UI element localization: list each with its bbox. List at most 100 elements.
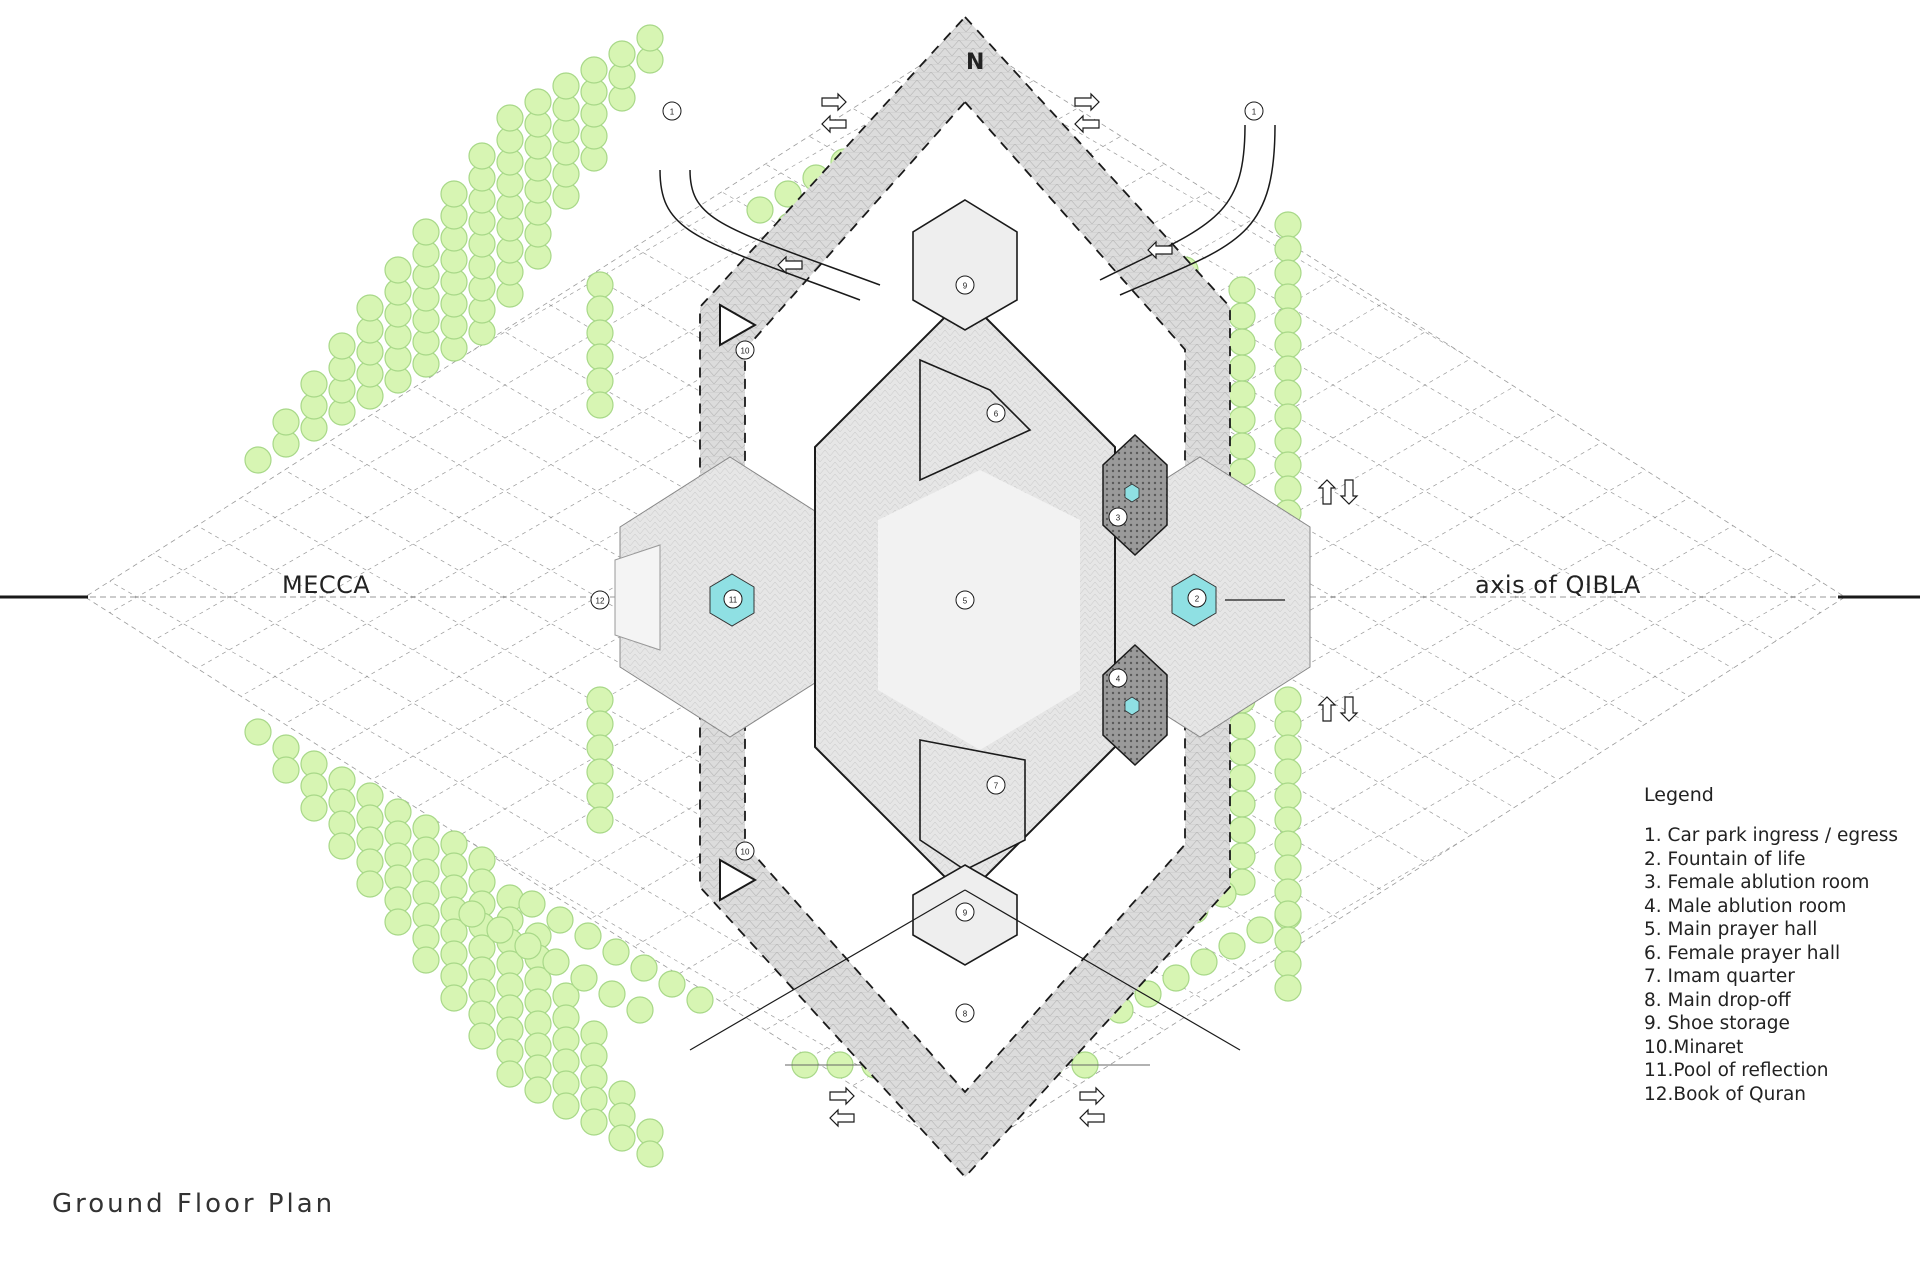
arrow-shape — [1339, 479, 1359, 505]
book-of-quran-plaza — [614, 544, 661, 651]
tree-icon — [328, 832, 356, 860]
tree-icon — [598, 980, 626, 1008]
tree-icon — [1190, 948, 1218, 976]
number-marker-text: 8 — [963, 1010, 968, 1019]
number-marker: 9 — [955, 902, 975, 922]
tree-icon — [1218, 932, 1246, 960]
legend-item: 5. Main prayer hall — [1644, 919, 1818, 940]
tree-icon — [1274, 926, 1302, 954]
tree-icon — [1274, 900, 1302, 928]
tree-icon — [356, 870, 384, 898]
tree-icon — [300, 794, 328, 822]
grid-line — [85, 37, 1046, 1157]
grid-line — [85, 37, 1046, 1157]
legend-item: 4. Male ablution room — [1644, 895, 1847, 917]
tree-icon — [552, 1092, 580, 1120]
number-marker-circle — [986, 775, 1006, 795]
tree-icon — [1274, 403, 1302, 431]
drop-off-edge — [689, 889, 966, 1051]
tree-icon — [1228, 842, 1256, 870]
tree-icon — [1274, 854, 1302, 882]
tree-icon — [244, 718, 272, 746]
traffic-arrow-icon — [1317, 479, 1337, 505]
legend-item: 10.Minaret — [1644, 1036, 1744, 1058]
tree-icon — [524, 1076, 552, 1104]
legend-item: 3. Female ablution room — [1644, 872, 1870, 893]
tree-icon — [746, 196, 774, 224]
tree-icon — [1228, 738, 1256, 766]
tree-icon — [496, 104, 524, 132]
number-marker-circle — [590, 590, 610, 610]
number-marker: 11 — [723, 589, 743, 609]
number-marker-text: 9 — [963, 282, 968, 291]
tree-icon — [552, 72, 580, 100]
tree-icon — [630, 954, 658, 982]
tree-icon — [412, 946, 440, 974]
tree-icon — [1228, 328, 1256, 356]
tree-icon — [1162, 964, 1190, 992]
number-marker: 2 — [1187, 588, 1207, 608]
traffic-arrow-icon — [1079, 1108, 1105, 1128]
arrow-shape — [1079, 1108, 1105, 1128]
tree-icon — [244, 446, 272, 474]
tree-icon — [468, 1022, 496, 1050]
tree-icon — [1274, 331, 1302, 359]
tree-icon — [524, 88, 552, 116]
number-marker-text: 2 — [1195, 595, 1200, 604]
traffic-arrow-icon — [829, 1086, 855, 1106]
tree-icon — [626, 996, 654, 1024]
plan-title: Ground Floor Plan — [52, 1189, 336, 1219]
traffic-arrow-icon — [1074, 92, 1100, 112]
tree-icon — [636, 24, 664, 52]
number-marker-text: 7 — [994, 782, 999, 791]
ablution-basin — [1124, 483, 1140, 503]
number-marker-text: 4 — [1116, 675, 1121, 684]
number-marker: 4 — [1108, 668, 1128, 688]
tree-icon — [1228, 276, 1256, 304]
tree-icon — [658, 970, 686, 998]
tree-icon — [1274, 830, 1302, 858]
tree-icon — [272, 408, 300, 436]
prayer-hall-core — [878, 470, 1080, 750]
number-marker-text: 9 — [963, 909, 968, 918]
tree-icon — [602, 938, 630, 966]
tree-icon — [1228, 302, 1256, 330]
tree-icon — [1228, 432, 1256, 460]
number-marker: 10 — [735, 841, 755, 861]
tree-icon — [586, 343, 614, 371]
legend-title: Legend — [1644, 784, 1714, 806]
tree-icon — [546, 906, 574, 934]
traffic-arrow-icon — [821, 92, 847, 112]
legend-item: 9. Shoe storage — [1644, 1013, 1790, 1034]
mecca-label: MECCA — [282, 571, 371, 599]
number-marker-text: 11 — [729, 596, 738, 605]
tree-icon — [686, 986, 714, 1014]
legend-item: 6. Female prayer hall — [1644, 942, 1841, 964]
female-prayer-hall — [919, 358, 1032, 482]
arrow-shape — [829, 1086, 855, 1106]
traffic-arrow-icon — [1079, 1086, 1105, 1106]
tree-icon — [1274, 307, 1302, 335]
tree-icon — [608, 1124, 636, 1152]
number-marker: 8 — [955, 1003, 975, 1023]
tree-icon — [496, 1060, 524, 1088]
tree-icon — [1228, 354, 1256, 382]
tree-icon — [1274, 758, 1302, 786]
shoe-storage-north — [912, 199, 1018, 331]
tree-icon — [356, 294, 384, 322]
tree-icon — [1274, 974, 1302, 1002]
tree-icon — [574, 922, 602, 950]
legend-item: 2. Fountain of life — [1644, 848, 1806, 870]
legend-item: 11.Pool of reflection — [1644, 1060, 1829, 1081]
tree-icon — [518, 890, 546, 918]
tree-icon — [468, 142, 496, 170]
north-arrow-label: N — [966, 50, 985, 75]
number-marker: 9 — [955, 275, 975, 295]
minaret-north — [719, 303, 758, 347]
road-north-west — [659, 169, 861, 301]
tree-icon — [1274, 734, 1302, 762]
tree-icon — [300, 370, 328, 398]
number-marker-text: 1 — [1252, 108, 1257, 117]
road-north-west — [689, 169, 881, 286]
